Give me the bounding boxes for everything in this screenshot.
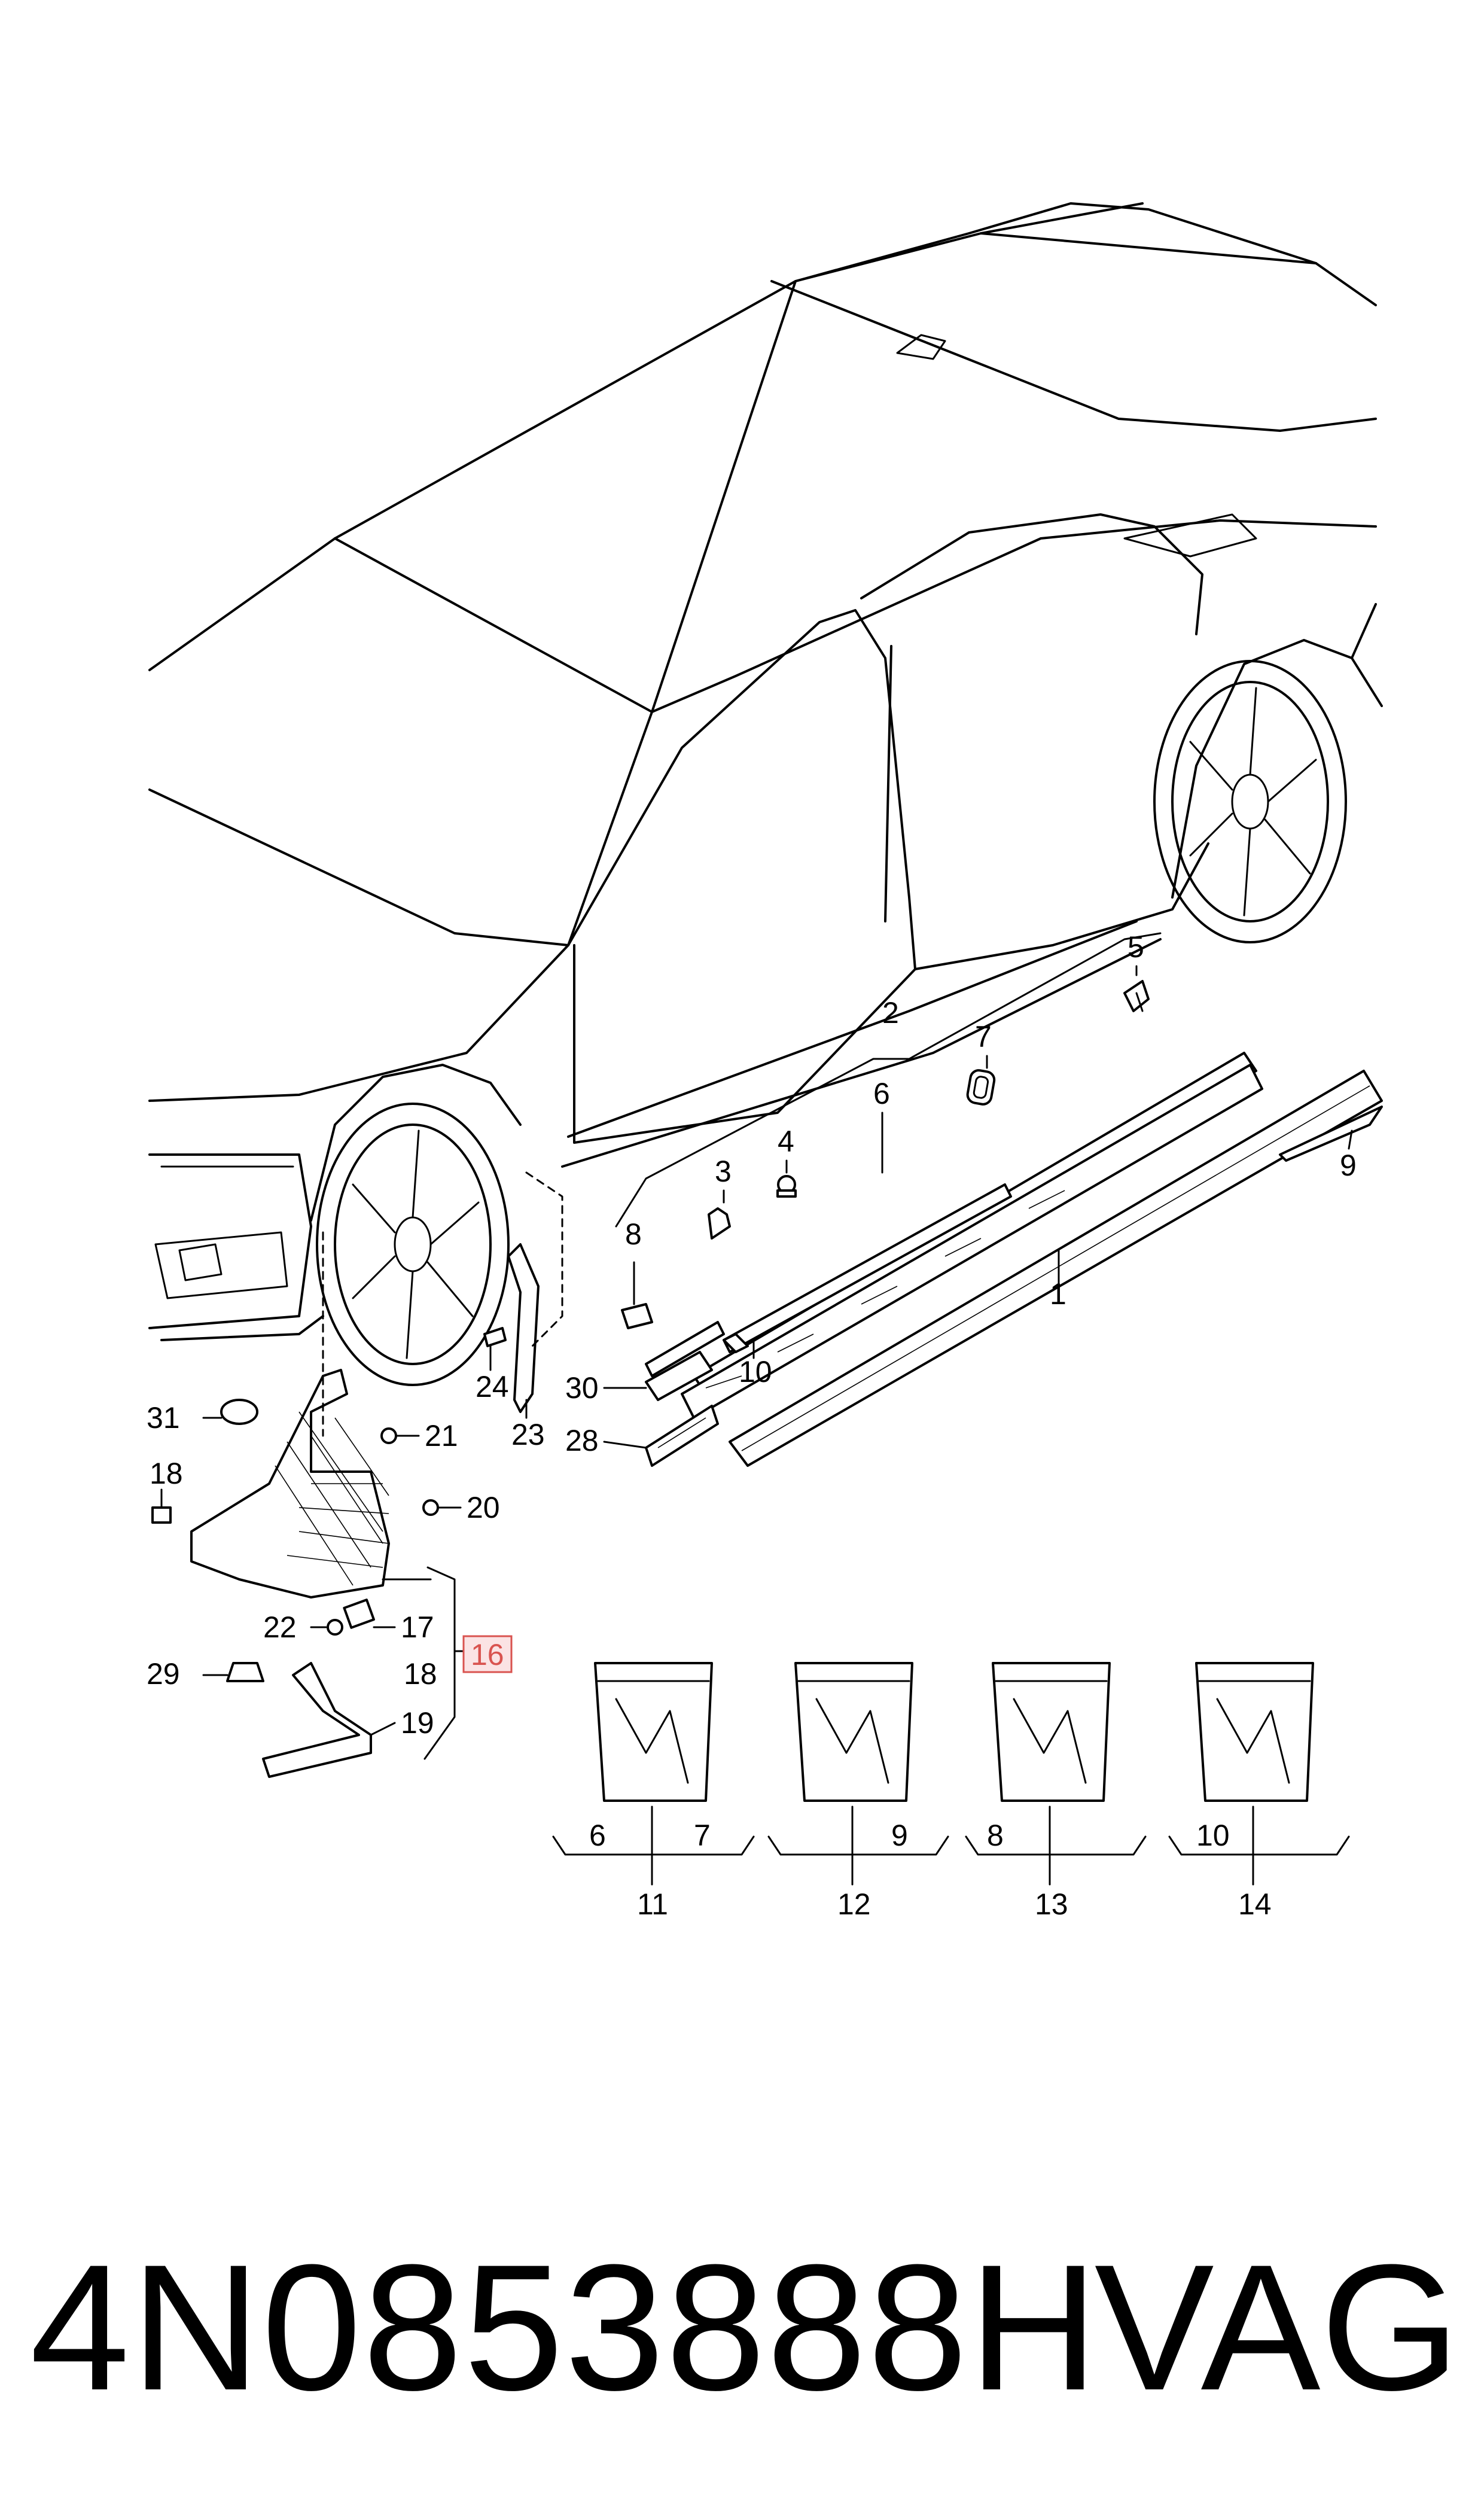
callout-2: 2	[882, 996, 899, 1030]
kit-14-label: 14	[1238, 1887, 1272, 1921]
callout-7: 7	[975, 1020, 992, 1054]
stud-bolt-icon	[483, 1327, 507, 1347]
screw-20-icon	[422, 1499, 439, 1516]
callout-16-highlight: 16	[462, 1635, 513, 1673]
screw-22-icon	[327, 1619, 343, 1636]
bracket-clip-icon	[621, 1303, 653, 1329]
mounting-bracket-30	[645, 1351, 713, 1401]
expanding-clip-icon	[1123, 980, 1150, 1012]
kit-14-item-a: 10	[1196, 1819, 1230, 1852]
callout-18-upper: 18	[150, 1457, 183, 1490]
side-wedge-trim	[507, 1243, 540, 1413]
callout-9: 9	[1340, 1149, 1357, 1182]
callout-20: 20	[467, 1491, 500, 1524]
callout-18-lower: 18	[404, 1657, 437, 1691]
trim-piece-left	[645, 1321, 725, 1377]
callout-labels: 1 2 3 4 5 6 7 8 9 10 16 17 18 18 19 20 2…	[147, 930, 1357, 1740]
callout-29: 29	[147, 1657, 180, 1691]
callout-8: 8	[625, 1217, 642, 1251]
kit-11-item-a: 6	[589, 1819, 606, 1852]
sill-trim-upper	[681, 1052, 1263, 1419]
callout-24: 24	[476, 1370, 509, 1403]
wheel-housing-liner	[190, 1369, 390, 1599]
kit-bag-14: 10 14	[1168, 1662, 1350, 1921]
exploded-view-drawing: 1 2 3 4 5 6 7 8 9 10 16 17 18 18 19 20 2…	[147, 202, 1383, 1921]
kit-bag-11: 6 7 11	[552, 1662, 755, 1921]
sill-panel-outer	[729, 1070, 1383, 1467]
callout-19: 19	[401, 1706, 434, 1740]
callout-31: 31	[147, 1401, 180, 1435]
clip-icon	[708, 1207, 731, 1240]
screw-21-icon	[380, 1427, 397, 1444]
front-wheel-icon	[310, 1064, 522, 1386]
sill-end-cap	[1279, 1106, 1383, 1162]
callout-3: 3	[715, 1155, 732, 1188]
kit-13-label: 13	[1035, 1887, 1068, 1921]
leader-lines	[160, 932, 1353, 1760]
callout-17: 17	[401, 1610, 434, 1644]
kit-bag-13: 8 13	[965, 1662, 1147, 1921]
parts-diagram: 1 2 3 4 5 6 7 8 9 10 16 17 18 18 19 20 2…	[147, 202, 1383, 1921]
bolt-icon	[776, 1175, 797, 1198]
callout-16: 16	[471, 1638, 504, 1671]
rear-wheel-icon	[1153, 660, 1347, 943]
kit-12-item-a: 9	[891, 1819, 908, 1852]
callout-21: 21	[425, 1419, 458, 1453]
kit-13-item-a: 8	[987, 1819, 1004, 1852]
car-body-outline	[148, 202, 1383, 1341]
callout-4: 4	[778, 1125, 794, 1158]
nut-17-icon	[343, 1599, 375, 1629]
callout-10: 10	[739, 1355, 772, 1389]
callout-23: 23	[511, 1418, 545, 1451]
liner-strip	[262, 1662, 372, 1778]
part-number: 4N0853888H	[30, 2227, 1100, 2428]
callout-6: 6	[873, 1077, 890, 1110]
callout-5: 5	[1128, 930, 1144, 964]
nut-29-icon	[226, 1662, 264, 1682]
clip-18-icon	[151, 1506, 172, 1524]
mounting-bracket-28	[645, 1405, 719, 1467]
kit-bag-12: 9 12	[767, 1662, 949, 1921]
sill-strip-lower	[723, 1183, 1012, 1353]
footer: 4N0853888H VAG	[0, 2213, 1484, 2453]
kit-11-label: 11	[637, 1887, 668, 1921]
cap-icon	[220, 1399, 258, 1425]
callout-22: 22	[263, 1610, 297, 1644]
kit-12-label: 12	[837, 1887, 871, 1921]
brand-label: VAG	[1094, 2227, 1460, 2428]
callout-30: 30	[565, 1371, 599, 1405]
kit-11-item-b: 7	[694, 1819, 711, 1852]
callout-28: 28	[565, 1424, 599, 1457]
callout-1: 1	[1050, 1277, 1066, 1311]
grommet-icon	[966, 1069, 996, 1106]
